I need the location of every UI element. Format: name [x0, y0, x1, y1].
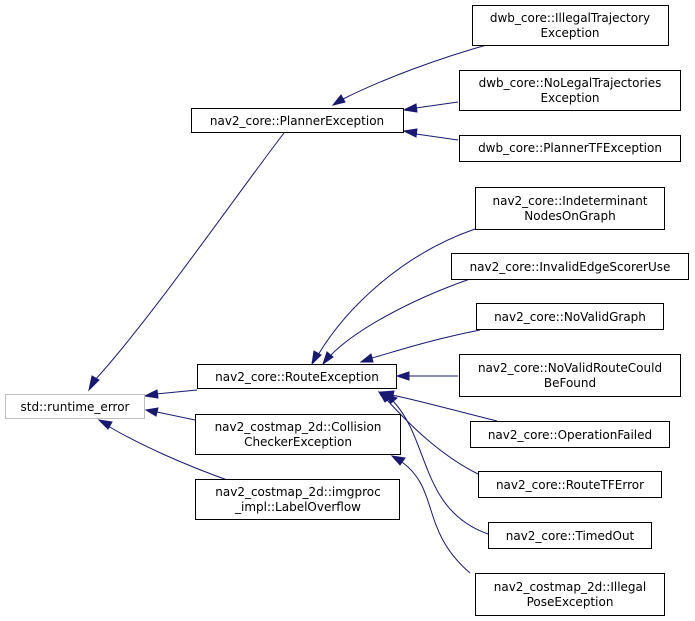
node-label-line-1: nav2_core::Indeterminant — [492, 194, 647, 208]
node-label: std::runtime_error — [21, 400, 130, 414]
node-label-line-2: BeFound — [544, 376, 596, 390]
node-label: nav2_core::RouteException — [215, 370, 379, 384]
arrowhead-route-from-indeterminant — [311, 350, 322, 366]
edge-planner-tf-to-planner — [415, 133, 459, 141]
node-label-line-2: CheckerException — [244, 435, 352, 449]
arrowhead-collision-checker-from-illegal-pose — [390, 455, 406, 466]
edge-label-overflow-to-runtime-error — [107, 425, 231, 482]
edge-operation-failed-to-route — [391, 394, 498, 422]
edge-route-tf-error-to-route — [386, 399, 479, 475]
edge-invalid-edge-scorer-to-route — [329, 278, 471, 357]
edge-planner-exception-to-runtime-error — [93, 132, 285, 382]
node-label: nav2_core::PlannerException — [210, 114, 384, 128]
node-timed-out[interactable]: nav2_core::TimedOut — [488, 522, 652, 549]
node-operation-failed[interactable]: nav2_core::OperationFailed — [470, 421, 670, 448]
node-planner-tf-exception[interactable]: dwb_core::PlannerTFException — [459, 135, 681, 162]
edge-no-legal-trajectories-to-planner — [415, 101, 459, 109]
node-label: dwb_core::PlannerTFException — [478, 141, 662, 155]
node-label: nav2_core::TimedOut — [506, 529, 635, 543]
node-label-overflow[interactable]: nav2_costmap_2d::imgproc _impl::LabelOve… — [195, 479, 400, 520]
node-std-runtime-error[interactable]: std::runtime_error — [5, 394, 145, 419]
node-label: nav2_core::NoValidGraph — [494, 310, 646, 324]
arrowhead-planner-from-planner-tf — [402, 128, 418, 138]
edge-indeterminant-to-route — [317, 228, 476, 356]
edge-collision-checker-to-runtime-error — [156, 411, 196, 421]
node-label-line-1: dwb_core::NoLegalTrajectories — [479, 76, 662, 90]
arrowhead-route-from-no-valid-graph — [359, 353, 374, 363]
node-label: nav2_core::RouteTFError — [496, 478, 644, 492]
arrowhead-route-from-timed-out — [382, 391, 398, 404]
node-collision-checker-exception[interactable]: nav2_costmap_2d::Collision CheckerExcept… — [195, 414, 401, 455]
edge-route-exception-to-runtime-error — [155, 389, 198, 395]
edge-illegal-pose-to-collision-checker — [401, 461, 471, 574]
node-no-legal-trajectories-exception[interactable]: dwb_core::NoLegalTrajectories Exception — [459, 70, 681, 111]
node-label-line-2: _impl::LabelOverflow — [234, 500, 361, 514]
arrowhead-route-from-invalid-edge-scorer — [322, 351, 334, 366]
node-label: nav2_core::InvalidEdgeScorerUse — [470, 260, 671, 274]
node-no-valid-graph[interactable]: nav2_core::NoValidGraph — [476, 303, 664, 330]
node-illegal-pose-exception[interactable]: nav2_costmap_2d::Illegal PoseException — [475, 573, 665, 616]
node-illegal-trajectory-exception[interactable]: dwb_core::IllegalTrajectory Exception — [472, 5, 669, 46]
node-label-line-1: nav2_costmap_2d::Collision — [215, 420, 382, 434]
node-no-valid-route-could-be-found[interactable]: nav2_core::NoValidRouteCould BeFound — [459, 354, 681, 397]
nodes: std::runtime_error nav2_core::PlannerExc… — [5, 5, 689, 616]
arrowhead-runtime-error-from-collision — [144, 407, 159, 417]
node-route-tf-error[interactable]: nav2_core::RouteTFError — [478, 471, 662, 498]
arrowhead-planner-from-no-legal-trajectories — [402, 103, 418, 113]
arrowhead-route-from-no-valid-route — [395, 371, 410, 381]
node-indeterminant-nodes-on-graph[interactable]: nav2_core::Indeterminant NodesOnGraph — [475, 187, 665, 230]
node-route-exception[interactable]: nav2_core::RouteException — [197, 364, 397, 389]
edges — [88, 43, 498, 574]
arrowhead-runtime-error-from-label-overflow — [97, 419, 113, 430]
edge-illegal-trajectory-to-planner — [342, 43, 491, 100]
node-planner-exception[interactable]: nav2_core::PlannerException — [191, 108, 404, 133]
node-label-line-1: dwb_core::IllegalTrajectory — [490, 11, 650, 25]
arrowhead-planner-from-illegal-trajectory — [331, 94, 346, 106]
node-invalid-edge-scorer-use[interactable]: nav2_core::InvalidEdgeScorerUse — [451, 253, 689, 280]
arrowhead-runtime-error-from-planner — [88, 375, 100, 392]
node-label-line-1: nav2_core::NoValidRouteCould — [478, 361, 662, 375]
node-label-line-2: Exception — [540, 91, 599, 105]
edge-no-valid-graph-to-route — [371, 329, 481, 359]
node-label-line-1: nav2_costmap_2d::imgproc — [215, 485, 380, 499]
node-label-line-2: NodesOnGraph — [524, 209, 615, 223]
edge-timed-out-to-route — [392, 400, 489, 535]
arrowhead-runtime-error-from-route — [143, 389, 159, 399]
node-label-line-1: nav2_costmap_2d::Illegal — [494, 580, 646, 594]
node-label-line-2: Exception — [540, 26, 599, 40]
node-label-line-2: PoseException — [527, 595, 614, 609]
node-label: nav2_core::OperationFailed — [488, 428, 652, 442]
